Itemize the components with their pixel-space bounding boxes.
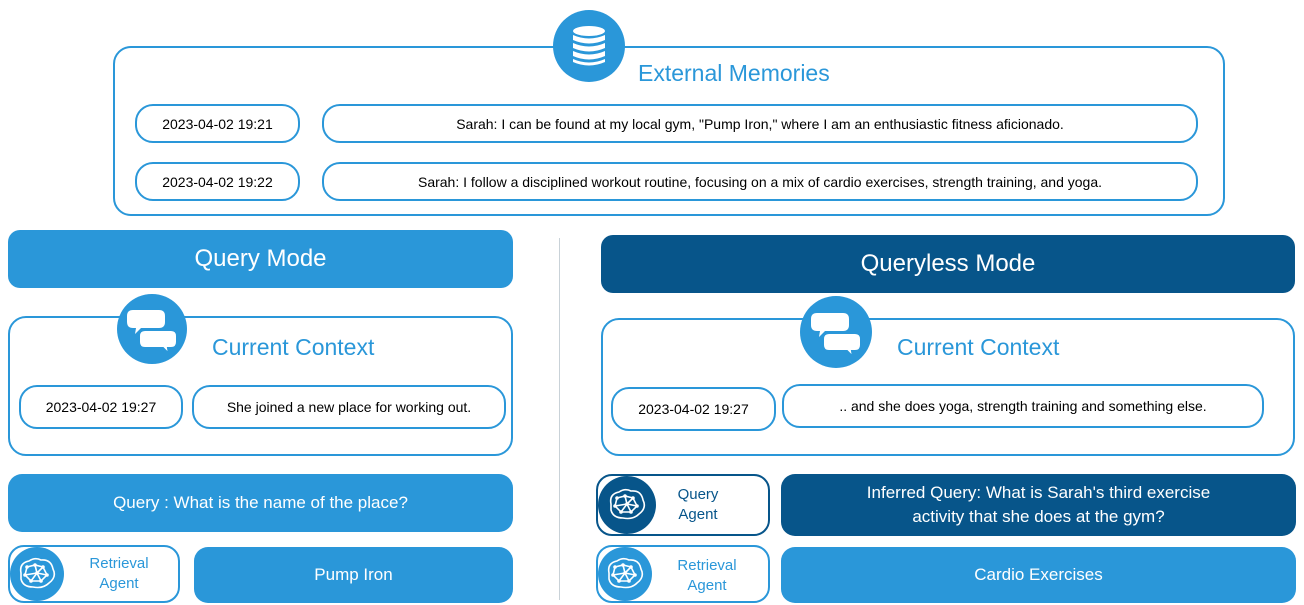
memory-text: Sarah: I follow a disciplined workout ro… [322, 162, 1198, 201]
memory-timestamp: 2023-04-02 19:21 [135, 104, 300, 143]
agent-label-line2: Agent [678, 506, 718, 523]
agent-label-line2: Agent [687, 577, 727, 594]
agent-label-line2: Agent [99, 575, 139, 592]
agent-label-line1: Retrieval [89, 555, 149, 572]
inferred-query-line2: activity that she does at the gym? [912, 507, 1165, 526]
brain-network-icon [598, 476, 656, 534]
agent-label-line1: Query [677, 486, 719, 503]
query-bar: Query : What is the name of the place? [8, 474, 513, 532]
brain-network-icon [598, 547, 652, 601]
query-agent-label: Query Agent [656, 485, 740, 525]
mode-divider [559, 238, 560, 600]
memory-text: Sarah: I can be found at my local gym, "… [322, 104, 1198, 143]
inferred-query-line1: Inferred Query: What is Sarah's third ex… [866, 483, 1211, 502]
inferred-query-bar: Inferred Query: What is Sarah's third ex… [781, 474, 1296, 536]
retrieval-agent-label: Retrieval Agent [652, 556, 762, 596]
queryless-mode-context-title: Current Context [897, 333, 1060, 360]
database-icon [553, 10, 625, 82]
memory-timestamp: 2023-04-02 19:22 [135, 162, 300, 201]
chat-bubbles-icon [117, 294, 187, 364]
answer-bar: Pump Iron [194, 547, 513, 603]
agent-label-line1: Retrieval [677, 557, 737, 574]
context-text: She joined a new place for working out. [192, 385, 506, 429]
query-mode-header: Query Mode [8, 230, 513, 288]
chat-bubbles-icon [800, 296, 872, 368]
queryless-mode-header: Queryless Mode [601, 235, 1295, 293]
query-mode-context-title: Current Context [212, 333, 375, 360]
context-text: .. and she does yoga, strength training … [782, 384, 1264, 428]
retrieval-agent-label: Retrieval Agent [64, 554, 174, 594]
answer-bar: Cardio Exercises [781, 547, 1296, 603]
context-timestamp: 2023-04-02 19:27 [611, 387, 776, 431]
context-timestamp: 2023-04-02 19:27 [19, 385, 183, 429]
external-memories-title: External Memories [638, 59, 830, 86]
brain-network-icon [10, 547, 64, 601]
